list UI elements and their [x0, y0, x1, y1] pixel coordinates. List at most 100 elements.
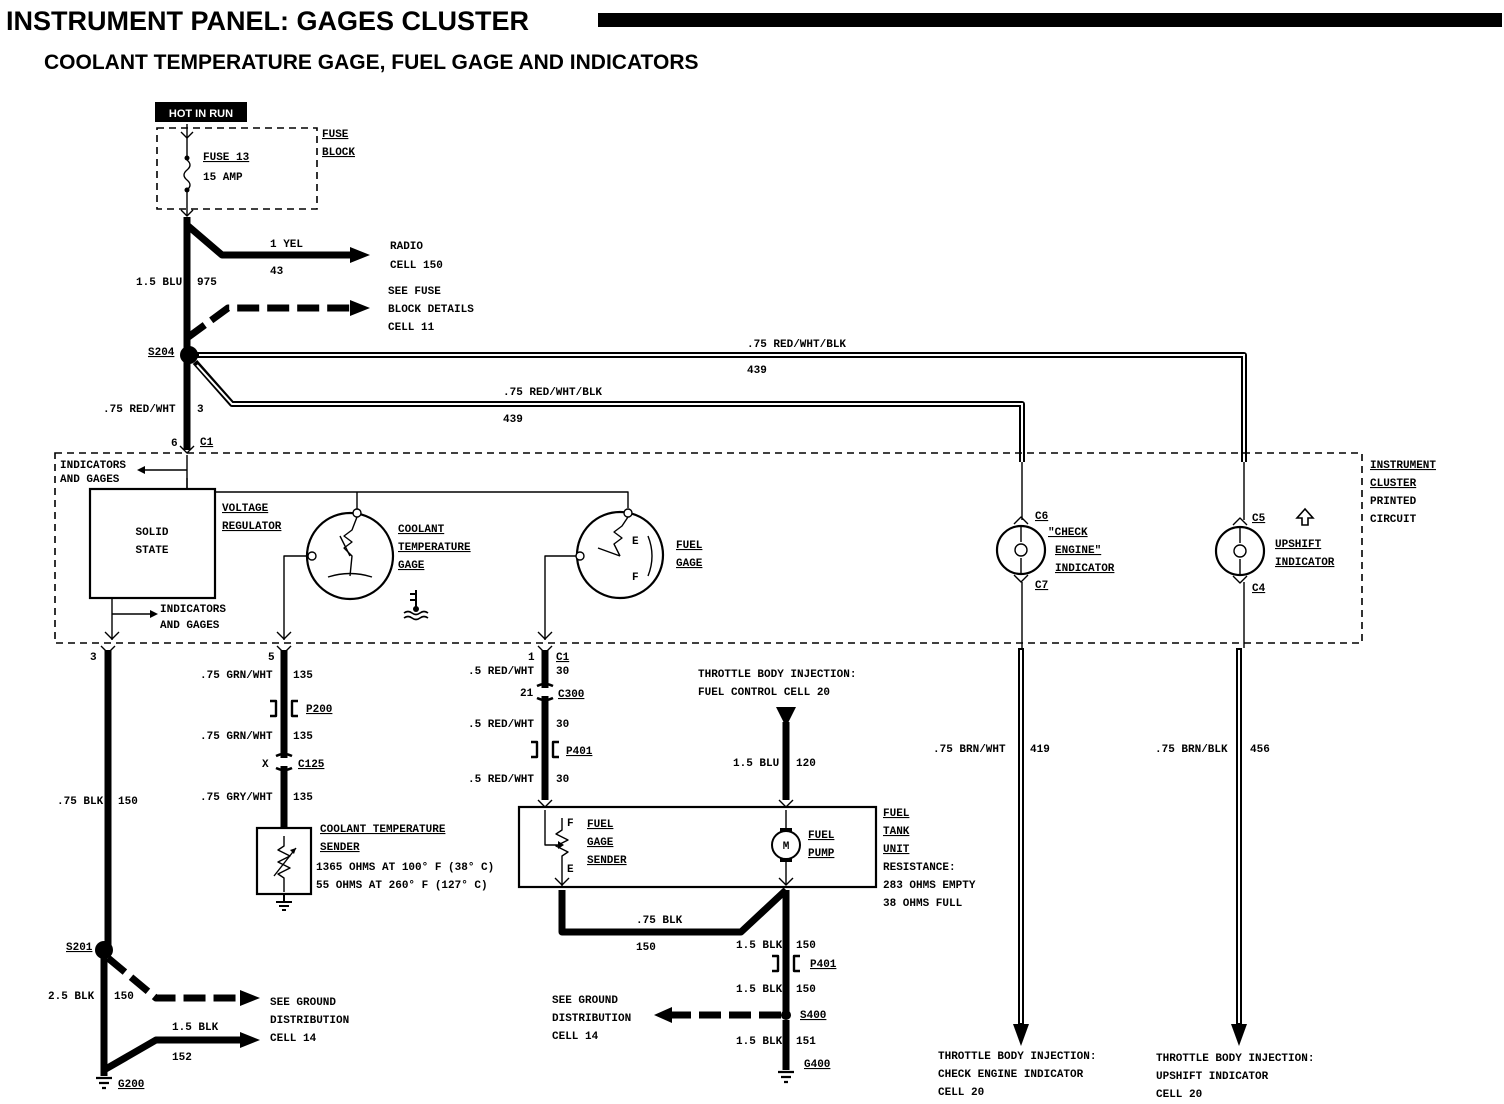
- fuse-block-label-2: BLOCK: [322, 147, 355, 159]
- upshift-arrow-icon: [1295, 507, 1315, 526]
- fuel-gnd-wire-1: .75 BLK: [636, 915, 683, 927]
- fuse-details-1: SEE FUSE: [388, 286, 441, 298]
- fuel-resistance-1: RESISTANCE:: [883, 862, 956, 874]
- coolant-gage-coil: [343, 516, 358, 577]
- ground-g200-label: G200: [118, 1079, 144, 1091]
- fuel-gnd-wire-3: 1.5 BLK: [736, 984, 783, 996]
- ground-wire-2-label: 2.5 BLK: [48, 991, 95, 1003]
- ground-dest-3: CELL 14: [270, 1033, 317, 1045]
- check-dest-2: CHECK ENGINE INDICATOR: [938, 1069, 1084, 1081]
- ind-gages-top-2: AND GAGES: [60, 474, 120, 486]
- coolant-spec-2: 55 OHMS AT 260° F (127° C): [316, 880, 488, 892]
- coolant-sender-ground: [276, 894, 292, 911]
- coolant-wire-3: .75 GRY/WHT: [200, 792, 273, 804]
- arrow-c5: [1232, 517, 1248, 526]
- fuel-c1-label: C1: [556, 652, 570, 664]
- arrow-c6: [1013, 516, 1029, 525]
- splice-s400: [781, 1010, 791, 1020]
- arrow-ground-dist-2: [240, 1032, 260, 1048]
- ground-dest-1: SEE GROUND: [270, 997, 336, 1009]
- pump-motor-label: M: [783, 841, 790, 853]
- pin-feed-label: 6: [171, 438, 178, 450]
- fuel-tank-label-3: UNIT: [883, 844, 910, 856]
- ground-g400-label: G400: [804, 1059, 830, 1071]
- fuse-details-2: BLOCK DETAILS: [388, 304, 474, 316]
- check-engine-label-1: "CHECK: [1048, 527, 1088, 539]
- coolant-gage-label-3: GAGE: [398, 560, 425, 572]
- ind-gages-bottom-2: AND GAGES: [160, 620, 220, 632]
- upshift-filament: [1233, 544, 1247, 558]
- upshift-wire-label: .75 BRN/BLK: [1155, 744, 1228, 756]
- upshift-circuit-label: 456: [1250, 744, 1270, 756]
- arrow-radio: [350, 247, 370, 263]
- fuel-tank-unit: [517, 805, 878, 889]
- fuel-gnd-wire-2: 1.5 BLK: [736, 940, 783, 952]
- radio-circuit-label: 43: [270, 266, 284, 278]
- regulator-output-line: [186, 478, 629, 508]
- fuel-gage-terminal-top: [623, 508, 633, 518]
- arrow-coolant-pin: [276, 631, 292, 640]
- radio-wire-label: 1 YEL: [270, 239, 303, 251]
- radio-dest-1: RADIO: [390, 241, 423, 253]
- ipc-label-3: PRINTED: [1370, 496, 1417, 508]
- wire-43-radio: [184, 222, 352, 259]
- check-wire-label: .75 BRN/WHT: [933, 744, 1006, 756]
- pump-brush-bottom: [780, 858, 792, 862]
- fuse-block-outline: [156, 127, 318, 210]
- hot-in-run-label: HOT IN RUN: [169, 108, 233, 120]
- fuse-details-3: CELL 11: [388, 322, 435, 334]
- fuel-ground-dest-2: DISTRIBUTION: [552, 1013, 631, 1025]
- circuit-lower-label: 439: [503, 414, 523, 426]
- tbi-fuel-control-1: THROTTLE BODY INJECTION:: [698, 669, 856, 681]
- voltage-regulator-2: REGULATOR: [222, 521, 282, 533]
- c1-top-label: C1: [200, 437, 214, 449]
- ind-gages-bottom-1: INDICATORS: [160, 604, 226, 616]
- wire-150-sender-ground: [558, 887, 789, 936]
- fuel-sender-label-3: SENDER: [587, 855, 627, 867]
- hot-in-run-badge: [155, 102, 247, 122]
- arrow-s400-dist: [654, 1007, 672, 1023]
- upshift-dest-3: CELL 20: [1156, 1089, 1202, 1101]
- ground-g200-symbol: [96, 1076, 112, 1090]
- fuel-gage-to-pin: [544, 555, 576, 640]
- pin-3-label: 3: [90, 652, 97, 664]
- ipc-label-2: CLUSTER: [1370, 478, 1417, 490]
- check-dest-1: THROTTLE BODY INJECTION:: [938, 1051, 1096, 1063]
- wire-439-lower-fill: [196, 364, 1023, 462]
- arrow-check-engine-out: [1013, 1024, 1029, 1046]
- wire-439-lower: [192, 360, 1025, 462]
- coolant-sender-variable-arrow: [273, 847, 297, 877]
- coolant-sender-label-1: COOLANT TEMPERATURE: [320, 824, 446, 836]
- arrow-fuel-sender-out: [554, 877, 570, 886]
- fuse-13-symbol: [183, 124, 191, 216]
- fuse-circuit-label: 975: [197, 277, 217, 289]
- coolant-conn-2: C125: [298, 759, 325, 771]
- connector-c300-gap: [537, 688, 553, 696]
- fuel-pump-label-1: FUEL: [808, 830, 835, 842]
- ground-circuit-3-label: 152: [172, 1052, 192, 1064]
- fuel-sender-label-1: FUEL: [587, 819, 614, 831]
- ground-circuit-2-label: 150: [114, 991, 134, 1003]
- feed-circuit-label: 3: [197, 404, 204, 416]
- c7-label: C7: [1035, 580, 1048, 592]
- wire-150-to-ground-dist: [105, 955, 242, 1002]
- ground-g400-symbol: [778, 1070, 794, 1084]
- fuel-gage-coil: [613, 516, 629, 557]
- splice-s204: [180, 346, 198, 364]
- fuel-gage-scale: [647, 535, 653, 577]
- check-engine-label-2: ENGINE": [1055, 545, 1101, 557]
- arrow-fuse-details: [350, 300, 370, 316]
- check-engine-filament: [1014, 543, 1028, 557]
- coolant-sender-resistor: [277, 836, 291, 892]
- coolant-conn-1: P200: [306, 704, 332, 716]
- coolant-gage-terminal-top: [352, 508, 362, 518]
- fuse-name: FUSE 13: [203, 152, 250, 164]
- fuel-tank-label-2: TANK: [883, 826, 910, 838]
- coolant-pin-x: X: [262, 759, 269, 771]
- fuel-resistance-2: 283 OHMS EMPTY: [883, 880, 976, 892]
- wire-lower-label: .75 RED/WHT/BLK: [503, 387, 602, 399]
- instrument-cluster-outline: [54, 452, 1363, 644]
- fuse-rating: 15 AMP: [203, 172, 243, 184]
- pump-wire-label: 1.5 BLU: [733, 758, 779, 770]
